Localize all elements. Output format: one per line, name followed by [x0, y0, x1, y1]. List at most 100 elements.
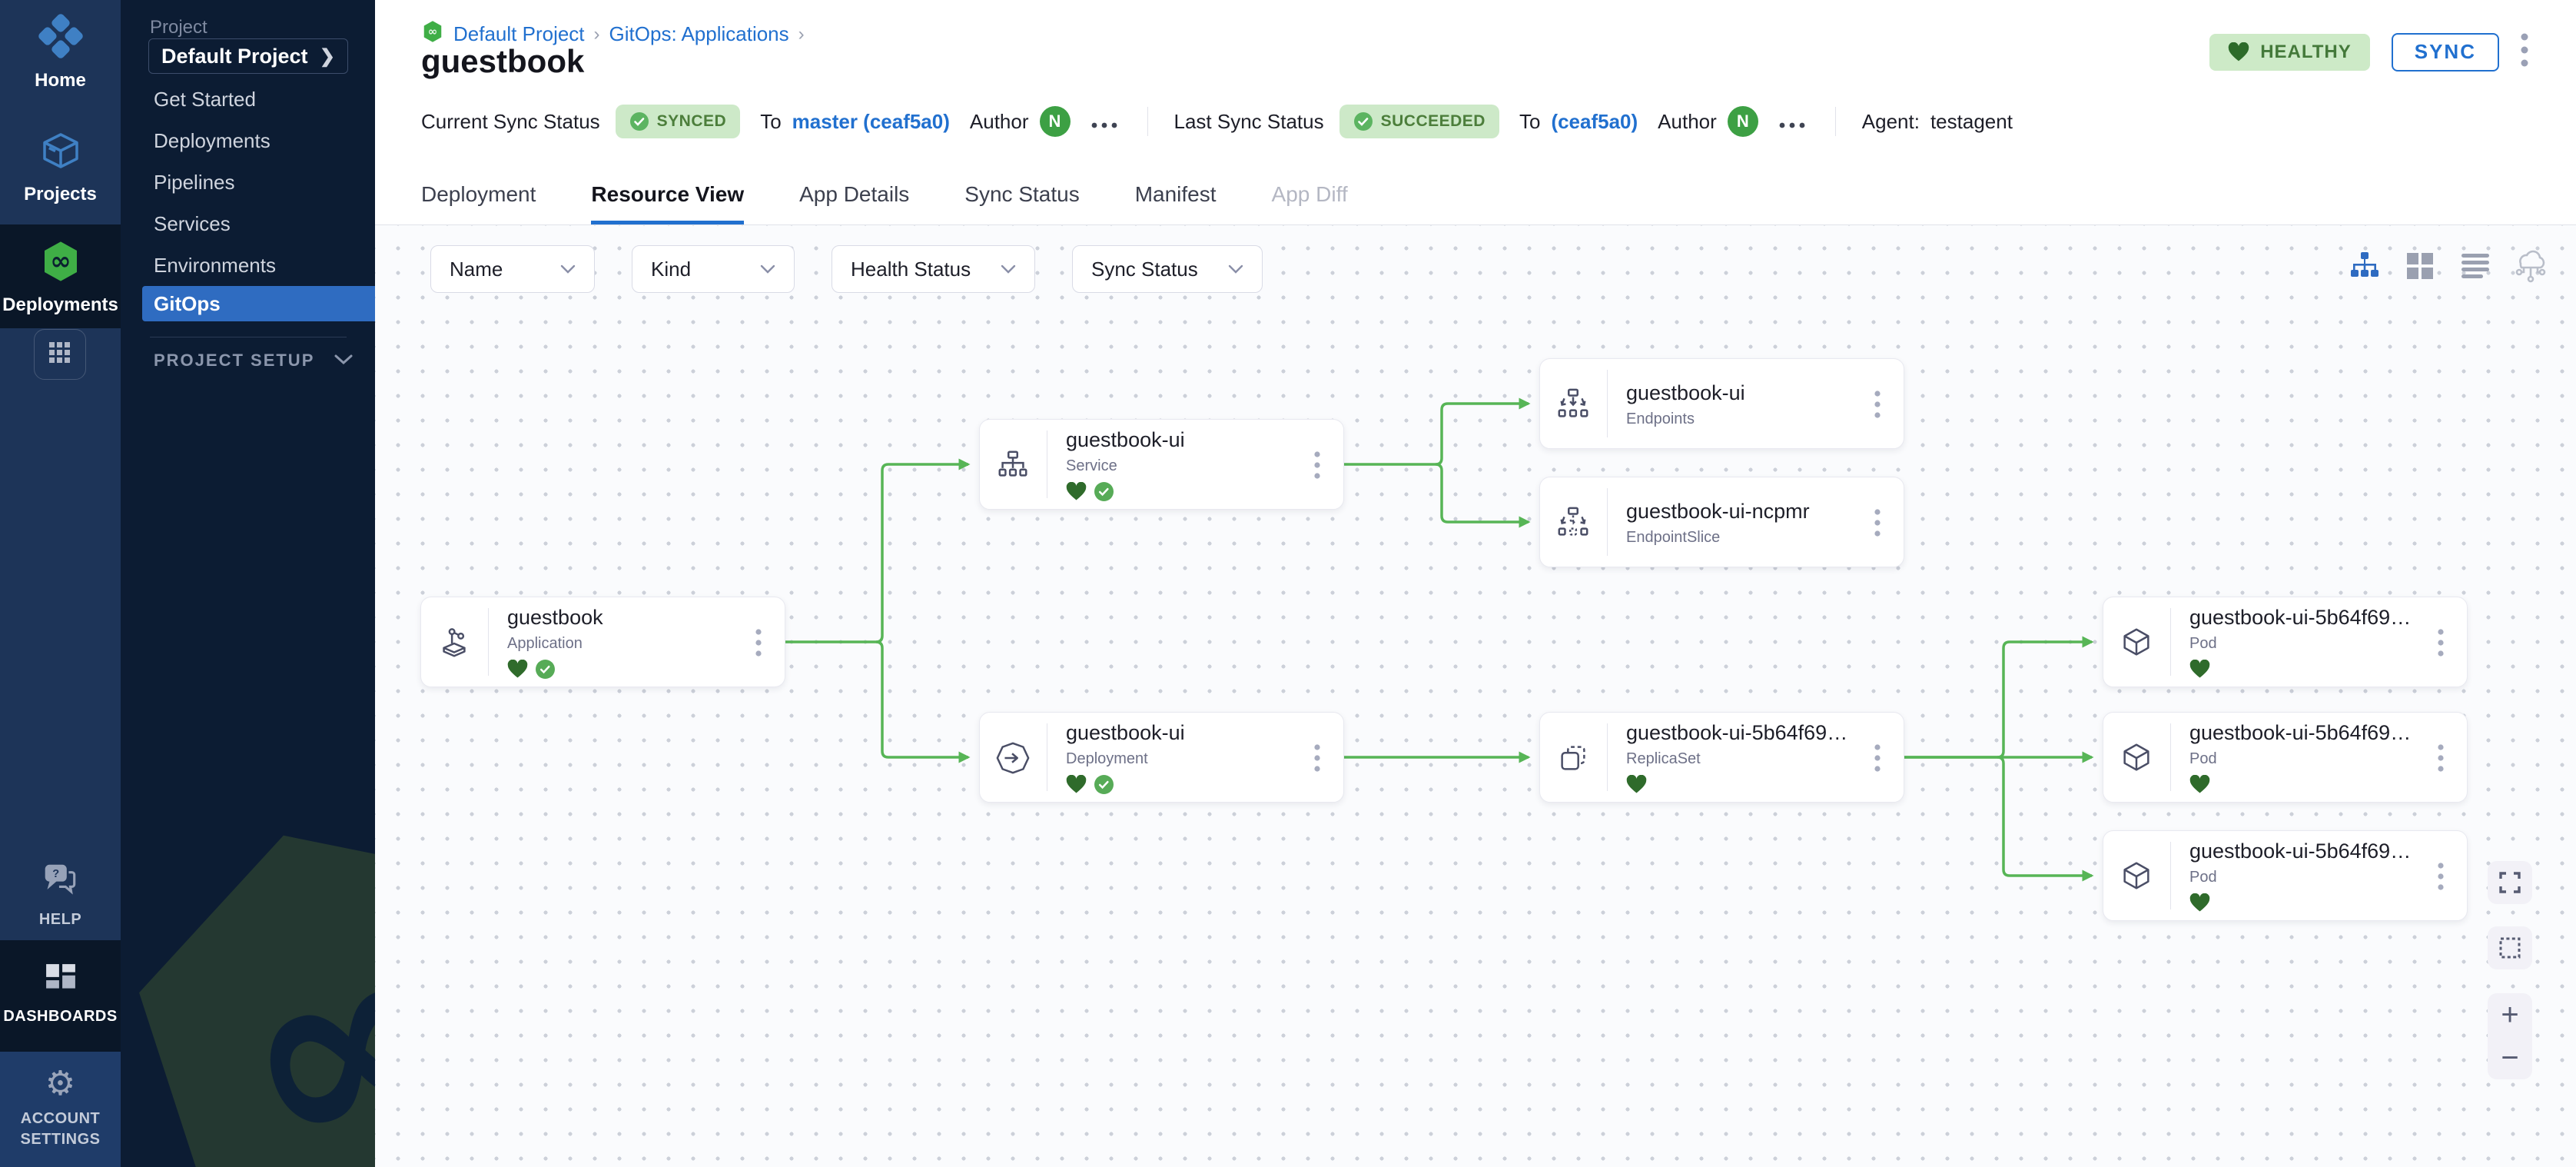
more-options-icon[interactable] — [1090, 110, 1121, 134]
zoom-out-button[interactable]: − — [2501, 1041, 2519, 1075]
resource-kind: Endpoints — [1626, 410, 1695, 427]
tab-manifest[interactable]: Manifest — [1134, 182, 1217, 206]
pod-kind-icon — [2103, 831, 2169, 922]
nav-deployments[interactable]: ∞ Deployments — [0, 240, 121, 316]
sidebar-item-deployments[interactable]: Deployments — [154, 128, 271, 152]
tab-resource-view[interactable]: Resource View — [591, 182, 745, 224]
resource-node-service[interactable]: guestbook-ui Service — [979, 419, 1344, 510]
more-options-icon[interactable] — [1778, 110, 1809, 134]
sidebar-item-gitops[interactable]: GitOps — [142, 286, 375, 321]
node-menu-button[interactable] — [1302, 713, 1333, 803]
synced-check-icon — [1094, 775, 1114, 794]
resource-node-application[interactable]: guestbook Application — [420, 597, 785, 687]
current-revision-link[interactable]: master (ceaf5a0) — [792, 109, 950, 133]
node-menu-button[interactable] — [1302, 420, 1333, 510]
sidebar-item-get-started[interactable]: Get Started — [154, 87, 256, 111]
synced-check-icon — [1094, 482, 1114, 501]
list-view-icon[interactable] — [2458, 248, 2493, 284]
resource-name: guestbook — [507, 605, 603, 629]
resource-kind: Service — [1066, 457, 1117, 474]
filter-health-status[interactable]: Health Status — [832, 245, 1035, 293]
sync-button[interactable]: SYNC — [2391, 32, 2499, 71]
grid-view-icon[interactable] — [2402, 248, 2438, 284]
divider — [1834, 107, 1836, 136]
breadcrumb-separator: › — [593, 23, 600, 45]
svg-text:∞: ∞ — [201, 866, 375, 1167]
svg-text:?: ? — [52, 868, 59, 880]
sidebar-item-services[interactable]: Services — [154, 211, 231, 235]
breadcrumb-link-applications[interactable]: GitOps: Applications — [609, 22, 789, 45]
author-avatar: N — [1039, 106, 1071, 137]
node-menu-button[interactable] — [743, 597, 774, 688]
marquee-select-button[interactable] — [2488, 926, 2532, 969]
network-view-icon[interactable] — [2513, 248, 2548, 284]
resource-name: guestbook-ui-5b64f6959... — [2189, 839, 2413, 863]
module-grid-icon — [48, 341, 71, 368]
nav-help[interactable]: ? HELP — [0, 859, 121, 930]
project-selector-value: Default Project — [161, 44, 308, 68]
breadcrumb-separator: › — [798, 23, 805, 45]
resource-node-deployment[interactable]: guestbook-ui Deployment — [979, 712, 1344, 803]
node-menu-button[interactable] — [2425, 597, 2456, 688]
tab-app-details[interactable]: App Details — [799, 182, 910, 206]
dashboards-icon — [45, 963, 77, 999]
app-tabs: Deployment Resource View App Details Syn… — [421, 182, 1348, 224]
filter-sync-status[interactable]: Sync Status — [1072, 245, 1263, 293]
kebab-menu-icon[interactable] — [2521, 32, 2528, 71]
breadcrumb-link-project[interactable]: Default Project — [453, 22, 585, 45]
resource-node-pod-1[interactable]: guestbook-ui-5b64f6959... Pod — [2103, 597, 2468, 687]
author-avatar: N — [1727, 106, 1758, 137]
healthy-heart-icon — [2189, 775, 2210, 793]
account-settings-block — [0, 1052, 121, 1167]
nav-projects-label: Projects — [24, 184, 97, 204]
sidebar-item-pipelines[interactable]: Pipelines — [154, 170, 235, 194]
sidebar-item-environments[interactable]: Environments — [154, 253, 276, 277]
zoom-control: + − — [2488, 993, 2532, 1079]
resource-graph-canvas[interactable]: Name Kind Health Status Sync Status — [375, 225, 2576, 1167]
resource-node-replicaset[interactable]: guestbook-ui-5b64f69597 ReplicaSet — [1539, 712, 1904, 803]
node-menu-button[interactable] — [2425, 713, 2456, 803]
node-menu-button[interactable] — [1862, 359, 1893, 450]
last-sync-status-label: Last Sync Status — [1173, 109, 1324, 133]
dashboards-module-block — [0, 940, 121, 1052]
author-label: Author — [969, 109, 1029, 133]
resource-name: guestbook-ui-5b64f69597 — [1626, 720, 1850, 744]
filter-kind[interactable]: Kind — [632, 245, 795, 293]
deployment-kind-icon — [980, 713, 1046, 803]
nav-projects[interactable]: Projects — [0, 129, 121, 205]
node-menu-button[interactable] — [2425, 831, 2456, 922]
tree-view-icon[interactable] — [2347, 248, 2382, 284]
project-setup-toggle[interactable]: PROJECT SETUP — [154, 351, 354, 371]
nav-account-settings[interactable]: ⚙ ACCOUNT SETTINGS — [0, 1067, 121, 1150]
synced-check-icon — [536, 660, 555, 679]
tab-app-diff[interactable]: App Diff — [1271, 182, 1348, 206]
endpointslice-kind-icon — [1540, 477, 1606, 568]
tab-sync-status[interactable]: Sync Status — [964, 182, 1080, 206]
resource-node-pod-2[interactable]: guestbook-ui-5b64f6959... Pod — [2103, 712, 2468, 803]
module-grid-button[interactable] — [34, 329, 86, 380]
to-label: To — [1519, 109, 1541, 133]
resource-node-endpoints[interactable]: guestbook-ui Endpoints — [1539, 358, 1904, 449]
fullscreen-button[interactable] — [2488, 861, 2532, 904]
filter-name[interactable]: Name — [430, 245, 595, 293]
view-toggle-group — [2347, 248, 2548, 284]
project-selector[interactable]: Default Project ❯ — [148, 38, 348, 74]
resource-kind: Deployment — [1066, 750, 1148, 767]
node-menu-button[interactable] — [1862, 477, 1893, 568]
resource-kind: Pod — [2189, 750, 2217, 767]
replicaset-kind-icon — [1540, 713, 1606, 803]
tab-deployment[interactable]: Deployment — [421, 182, 536, 206]
resource-node-pod-3[interactable]: guestbook-ui-5b64f6959... Pod — [2103, 830, 2468, 921]
node-menu-button[interactable] — [1862, 713, 1893, 803]
chevron-down-icon — [560, 264, 576, 274]
nav-dashboards[interactable]: DASHBOARDS — [0, 963, 121, 1027]
nav-home[interactable]: Home — [0, 14, 121, 91]
agent-label: Agent: — [1861, 109, 1920, 133]
resource-node-endpointslice[interactable]: guestbook-ui-ncpmr EndpointSlice — [1539, 477, 1904, 567]
author-label: Author — [1658, 109, 1717, 133]
resource-name: guestbook-ui-5b64f6959... — [2189, 605, 2413, 629]
zoom-in-button[interactable]: + — [2501, 998, 2519, 1032]
pod-kind-icon — [2103, 597, 2169, 688]
last-revision-link[interactable]: (ceaf5a0) — [1551, 109, 1638, 133]
